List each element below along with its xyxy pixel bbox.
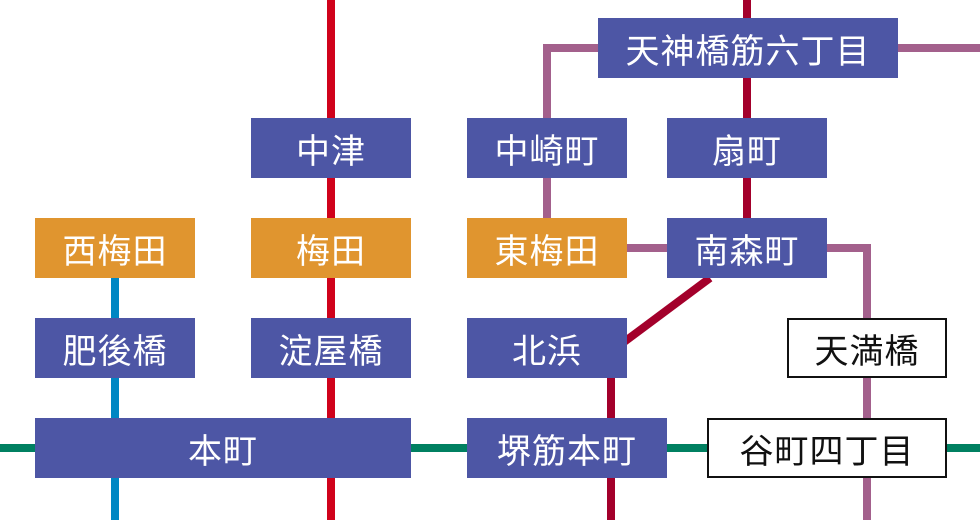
station-higashiumeda[interactable]: 東梅田 xyxy=(467,218,627,278)
line-sakaisuji-diagonal xyxy=(617,274,713,349)
station-sakaisujihommachi[interactable]: 堺筋本町 xyxy=(467,418,667,478)
station-tenjinbashisuji6[interactable]: 天神橋筋六丁目 xyxy=(598,18,898,78)
line-purple-right xyxy=(547,244,871,520)
station-nakazakicho[interactable]: 中崎町 xyxy=(467,118,627,178)
station-umeda[interactable]: 梅田 xyxy=(251,218,411,278)
station-temmabashi[interactable]: 天満橋 xyxy=(787,318,947,378)
station-kitahama[interactable]: 北浜 xyxy=(467,318,627,378)
station-tanimachi4[interactable]: 谷町四丁目 xyxy=(707,418,947,478)
station-hommachi[interactable]: 本町 xyxy=(35,418,411,478)
station-ogimachi[interactable]: 扇町 xyxy=(667,118,827,178)
station-nishiumeda[interactable]: 西梅田 xyxy=(35,218,195,278)
station-yodoyabashi[interactable]: 淀屋橋 xyxy=(251,318,411,378)
station-nakatsu[interactable]: 中津 xyxy=(251,118,411,178)
station-higobashi[interactable]: 肥後橋 xyxy=(35,318,195,378)
station-minamimorimachi[interactable]: 南森町 xyxy=(667,218,827,278)
